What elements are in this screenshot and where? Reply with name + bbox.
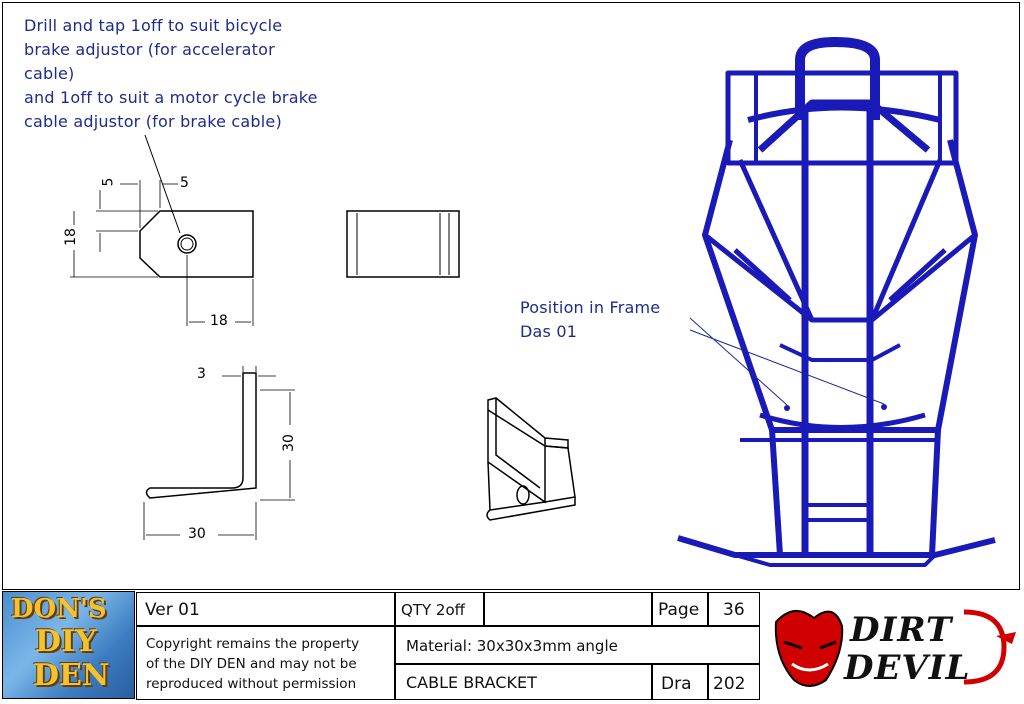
end-view — [143, 366, 295, 540]
dim-leg-width: 30 — [188, 526, 206, 542]
side-view — [346, 210, 460, 278]
drill-note-line: brake adjustor (for accelerator — [24, 40, 275, 59]
drill-note-line: cable adjustor (for brake cable) — [24, 112, 282, 131]
qty-cell: QTY 2off — [395, 592, 484, 626]
logo-word-dirt: DIRT — [850, 610, 953, 650]
isometric-view — [486, 397, 576, 521]
page-label-cell: Page — [652, 592, 708, 626]
dra-label: Dra — [661, 674, 692, 694]
dra-number: 202 — [713, 674, 746, 694]
position-note-line: Das 01 — [520, 322, 578, 341]
drill-note-line: and 1off to suit a motor cycle brake — [24, 88, 318, 107]
position-note: Position in Frame Das 01 — [520, 296, 660, 344]
copyright-cell: Copyright remains the property of the DI… — [136, 626, 395, 700]
bracket-position-right — [881, 404, 887, 410]
drill-note: Drill and tap 1off to suit bicycle brake… — [24, 14, 318, 134]
dirt-devil-logo: DIRT DEVIL — [764, 592, 1022, 700]
version-cell: Ver 01 — [136, 592, 395, 626]
dim-top-right: 5 — [180, 175, 189, 191]
dim-width: 18 — [210, 313, 228, 329]
version-text: Ver 01 — [145, 600, 200, 620]
logo-word: DEN — [33, 658, 110, 693]
page-label: Page — [658, 600, 700, 620]
page-number-cell: 36 — [708, 592, 760, 626]
kart-frame — [677, 37, 996, 567]
dra-number-cell: 202 — [708, 664, 760, 700]
position-note-line: Position in Frame — [520, 298, 661, 317]
page-number: 36 — [723, 600, 745, 620]
logo-word: DON'S — [11, 594, 107, 624]
material-text: Material: 30x30x3mm angle — [406, 637, 618, 655]
copyright-text: Copyright remains the property of the DI… — [146, 634, 359, 694]
copyright-line: reproduced without permission — [146, 676, 357, 692]
dim-height: 18 — [62, 228, 79, 246]
blank-cell — [484, 592, 652, 626]
position-leader-right — [689, 329, 885, 405]
copyright-line: Copyright remains the property — [146, 636, 360, 652]
devil-face-icon — [774, 609, 1016, 687]
dim-leg-height: 30 — [280, 434, 297, 452]
flat-view — [70, 180, 254, 326]
copyright-line: of the DIY DEN and may not be — [146, 656, 357, 672]
qty-text: QTY 2off — [401, 601, 465, 619]
dim-thickness: 3 — [197, 366, 206, 382]
position-leader-left — [689, 317, 788, 406]
part-name-cell: CABLE BRACKET — [395, 664, 652, 700]
bracket-position-left — [784, 405, 790, 411]
dons-diy-den-logo: DON'S DIY DEN — [2, 591, 135, 699]
logo-word-devil: DEVIL — [844, 648, 971, 688]
dim-top-left: 5 — [100, 177, 117, 187]
drill-note-line: Drill and tap 1off to suit bicycle — [24, 16, 283, 35]
drill-note-line: cable) — [24, 64, 75, 83]
part-name: CABLE BRACKET — [406, 673, 537, 692]
logo-word: DIY — [35, 624, 97, 659]
dra-label-cell: Dra — [652, 664, 708, 700]
material-cell: Material: 30x30x3mm angle — [395, 626, 760, 664]
